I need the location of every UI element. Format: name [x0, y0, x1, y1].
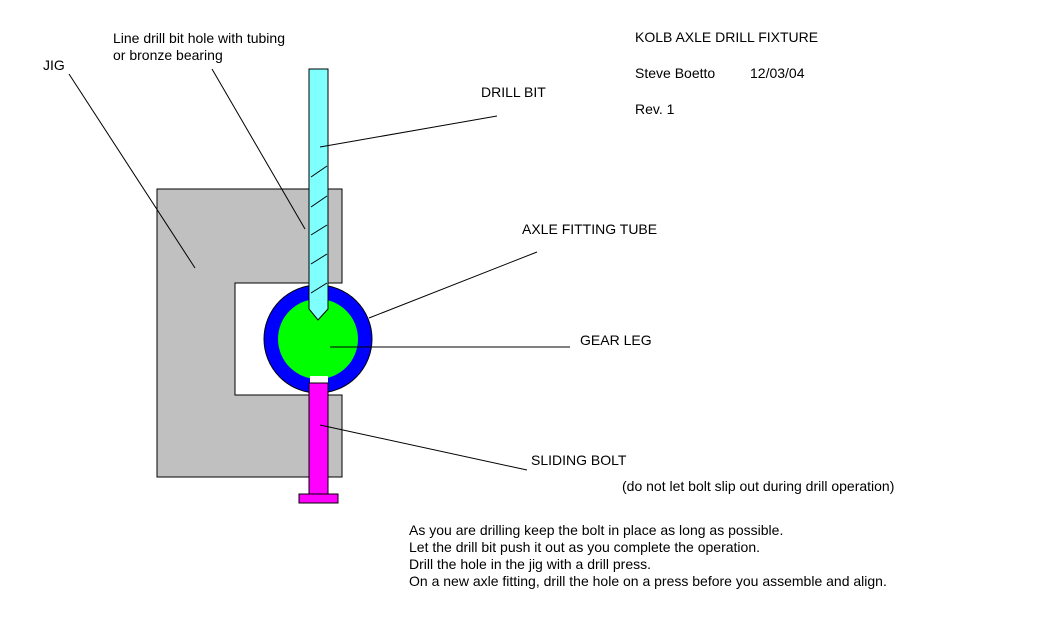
note-line: As you are drilling keep the bolt in pla… [409, 522, 784, 538]
sliding-bolt-label: SLIDING BOLT [531, 452, 627, 468]
gear-leg [278, 299, 358, 379]
jig-body [156, 188, 343, 478]
bearing-label-line1: Line drill bit hole with tubing [113, 30, 285, 46]
sliding-bolt-leader-line [319, 424, 528, 471]
sliding-bolt-head [298, 493, 339, 504]
drawing-date: 12/03/04 [750, 65, 805, 81]
drill-bit-flutes [310, 165, 328, 294]
bolt-gap [310, 376, 328, 383]
bearing-leader-line [211, 68, 306, 230]
axle-fitting-tube-label: AXLE FITTING TUBE [522, 221, 658, 237]
drill-bit [308, 68, 329, 321]
bolt-caution-note: (do not let bolt slip out during drill o… [622, 478, 895, 494]
axle-tube-leader-line [368, 251, 538, 319]
revision-label: Rev. 1 [635, 101, 675, 117]
jig-leader-line [68, 73, 196, 269]
note-line: On a new axle fitting, drill the hole on… [409, 573, 887, 589]
sliding-bolt-shaft [308, 382, 329, 496]
gear-leg-label: GEAR LEG [580, 332, 652, 348]
drill-bit-label: DRILL BIT [481, 84, 546, 100]
author-name: Steve Boetto [635, 65, 716, 81]
jig-label: JIG [43, 57, 65, 73]
note-line: Drill the hole in the jig with a drill p… [409, 556, 651, 572]
drawing-title: KOLB AXLE DRILL FIXTURE [635, 29, 819, 45]
instruction-notes: As you are drilling keep the bolt in pla… [409, 522, 887, 590]
note-line: Let the drill bit push it out as you com… [409, 539, 760, 555]
bearing-label-line2: or bronze bearing [113, 47, 223, 63]
drill-bit-leader-line [319, 115, 498, 148]
